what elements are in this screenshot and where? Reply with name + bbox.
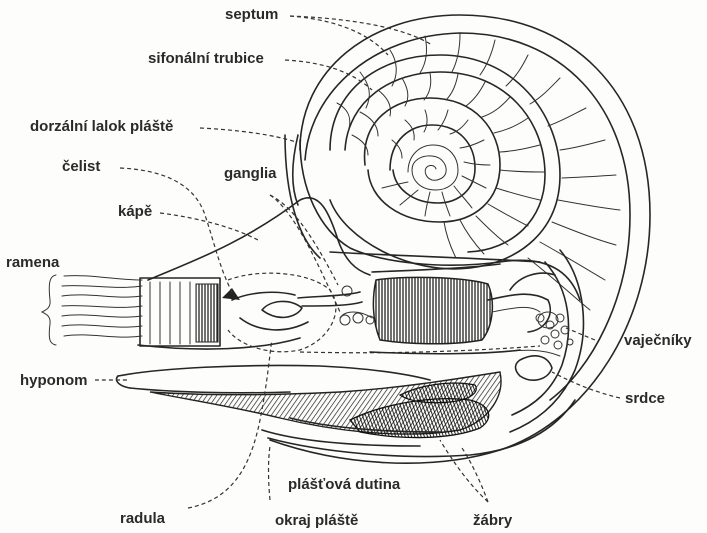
tentacles bbox=[62, 276, 142, 338]
label-hyponom: hyponom bbox=[20, 372, 88, 390]
label-srdce: srdce bbox=[625, 390, 665, 408]
label-radula: radula bbox=[120, 510, 165, 528]
label-sifonalni-trubice: sifonální trubice bbox=[148, 50, 264, 68]
label-okraj-plaste: okraj pláště bbox=[275, 512, 358, 530]
label-kape: kápě bbox=[118, 203, 152, 221]
label-celist: čelist bbox=[62, 158, 100, 176]
label-ramena: ramena bbox=[6, 254, 59, 272]
label-plastova-dutina: plášťová dutina bbox=[288, 476, 400, 494]
body bbox=[42, 135, 575, 456]
label-septum: septum bbox=[225, 6, 278, 24]
ovary-cluster bbox=[536, 314, 573, 349]
label-ganglia: ganglia bbox=[224, 165, 277, 183]
label-vajecniky: vaječníky bbox=[624, 332, 692, 350]
label-zabry: žábry bbox=[473, 512, 512, 530]
label-dorzalni-lalok-plaste: dorzální lalok pláště bbox=[30, 118, 173, 136]
